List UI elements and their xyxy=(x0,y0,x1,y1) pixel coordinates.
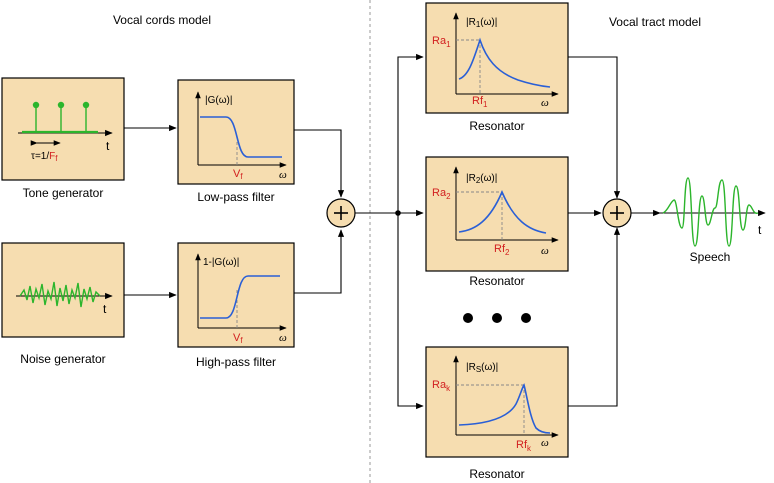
tone-t-label: t xyxy=(106,139,110,153)
low-pass-curve xyxy=(200,116,282,158)
resonator-k: |RS(ω)| Rak Rfk ω xyxy=(425,346,569,458)
wire-lowpass-to-sum xyxy=(294,129,345,198)
low-pass-omega: ω xyxy=(279,169,287,181)
more-resonators-ellipsis xyxy=(463,313,531,323)
resonator-k-ylabel: |RS(ω)| xyxy=(466,362,498,374)
resonator-2-caption: Resonator xyxy=(469,274,524,288)
resonator-k-omega: ω xyxy=(541,437,549,449)
impulse-train xyxy=(32,101,90,132)
resonator-1-ylabel: |R1(ω)| xyxy=(466,17,497,29)
speech-waveform xyxy=(662,177,759,247)
resonator-k-box xyxy=(425,346,569,458)
resonator-2-box xyxy=(425,156,569,272)
resonator-2-ylabel: |R2(ω)| xyxy=(466,173,497,185)
resonator-2-omega: ω xyxy=(541,245,549,257)
tone-period-label: τ=1/Ff xyxy=(31,151,58,163)
wire-to-resonator-1 xyxy=(397,53,424,213)
resonator-k-rf: Rfk xyxy=(516,439,532,453)
noise-waveform xyxy=(19,281,101,308)
vocal-cords-title: Vocal cords model xyxy=(113,13,211,27)
resonator-2-curve xyxy=(458,189,547,234)
resonator-1-caption: Resonator xyxy=(469,119,524,133)
resonator-2: |R2(ω)| Ra2 Rf2 ω xyxy=(425,156,569,272)
resonator-1-box xyxy=(425,2,569,114)
summing-junction-1 xyxy=(326,198,356,228)
noise-t-label: t xyxy=(103,302,107,316)
resonator-1: |R1(ω)| Ra1 Rf1 ω xyxy=(425,2,569,114)
speech-t-label: t xyxy=(758,223,762,237)
tone-generator-caption: Tone generator xyxy=(23,186,104,200)
high-pass-filter: 1-|G(ω)| Vf ω xyxy=(177,242,295,348)
tone-generator: τ=1/Ff t xyxy=(1,77,125,181)
noise-generator-caption: Noise generator xyxy=(20,352,105,366)
wire-to-resonator-k xyxy=(397,213,424,410)
speech-caption: Speech xyxy=(690,250,731,264)
low-pass-filter: |G(ω)| Vf ω xyxy=(177,79,295,185)
wire-resonator-1-to-sum xyxy=(568,56,621,199)
resonator-1-omega: ω xyxy=(541,97,549,109)
resonator-1-curve xyxy=(458,37,551,88)
low-pass-caption: Low-pass filter xyxy=(197,190,274,204)
wire-resonator-k-to-sum xyxy=(568,227,621,407)
resonator-1-ra: Ra1 xyxy=(432,35,451,49)
noise-generator-box xyxy=(1,242,125,338)
tone-generator-box xyxy=(1,77,125,181)
low-pass-cutoff-label: Vf xyxy=(233,168,243,181)
high-pass-cutoff-label: Vf xyxy=(233,332,243,345)
summing-junction-2 xyxy=(602,198,632,228)
resonator-k-ra: Rak xyxy=(432,379,451,393)
vocal-tract-title: Vocal tract model xyxy=(609,15,701,29)
resonator-k-curve xyxy=(458,383,551,434)
high-pass-filter-box xyxy=(177,242,295,348)
low-pass-ylabel: |G(ω)| xyxy=(205,95,232,106)
noise-generator: t xyxy=(1,242,125,338)
resonator-k-caption: Resonator xyxy=(469,467,524,481)
high-pass-curve xyxy=(200,275,280,319)
high-pass-caption: High-pass filter xyxy=(196,355,276,369)
resonator-1-rf: Rf1 xyxy=(472,95,488,109)
resonator-2-ra: Ra2 xyxy=(432,187,451,201)
wire-highpass-to-sum xyxy=(294,229,345,294)
speech-output: t xyxy=(660,177,766,247)
high-pass-omega: ω xyxy=(279,332,287,344)
resonator-2-rf: Rf2 xyxy=(494,243,510,257)
high-pass-ylabel: 1-|G(ω)| xyxy=(203,257,239,268)
